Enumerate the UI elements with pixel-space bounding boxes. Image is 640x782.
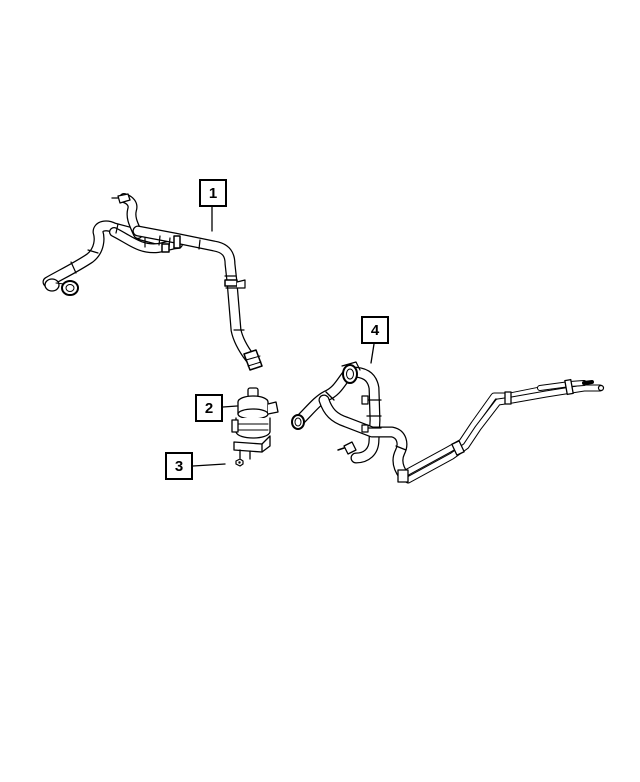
leader-line-2 [222,405,238,408]
nut-3 [235,458,244,467]
callout-4[interactable]: 4 [361,316,389,344]
hose-1-assembly [42,193,263,371]
callout-1[interactable]: 1 [199,179,227,207]
leader-line-4 [370,343,375,364]
callout-3[interactable]: 3 [165,452,193,480]
leader-lines [192,206,375,467]
hose-4-assembly [291,361,605,484]
callout-2[interactable]: 2 [195,394,223,422]
pump-2-assembly [231,387,279,460]
leader-line-3 [192,463,226,467]
